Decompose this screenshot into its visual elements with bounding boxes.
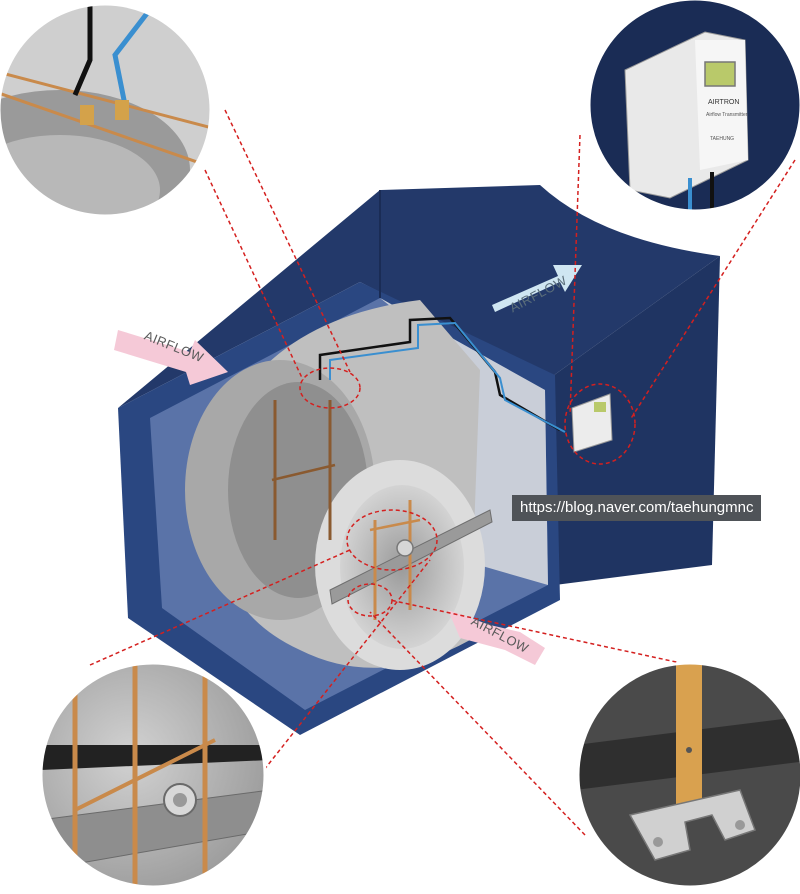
transmitter-maker: TAEHUNG — [710, 136, 734, 142]
centrifugal-fan — [185, 300, 566, 670]
callout-ring-probe-assembly — [346, 509, 438, 571]
watermark-url: https://blog.naver.com/taehungmnc — [512, 495, 762, 521]
inset-top-right: AIRTRON Airflow Transmitter TAEHUNG — [587, 0, 800, 213]
transmitter-model: Airflow Transmitter — [706, 112, 748, 118]
inset-bottom-right — [576, 661, 800, 889]
callout-ring-top-probe — [299, 367, 361, 409]
callout-ring-transmitter — [564, 383, 636, 465]
callout-connectors — [89, 109, 796, 836]
callout-ring-probe-bracket — [347, 583, 393, 617]
transmitter-brand: AIRTRON — [708, 99, 739, 106]
airflow-transmitter-small — [571, 393, 613, 453]
inset-top-left — [0, 2, 213, 218]
inset-bottom-left — [39, 661, 267, 889]
